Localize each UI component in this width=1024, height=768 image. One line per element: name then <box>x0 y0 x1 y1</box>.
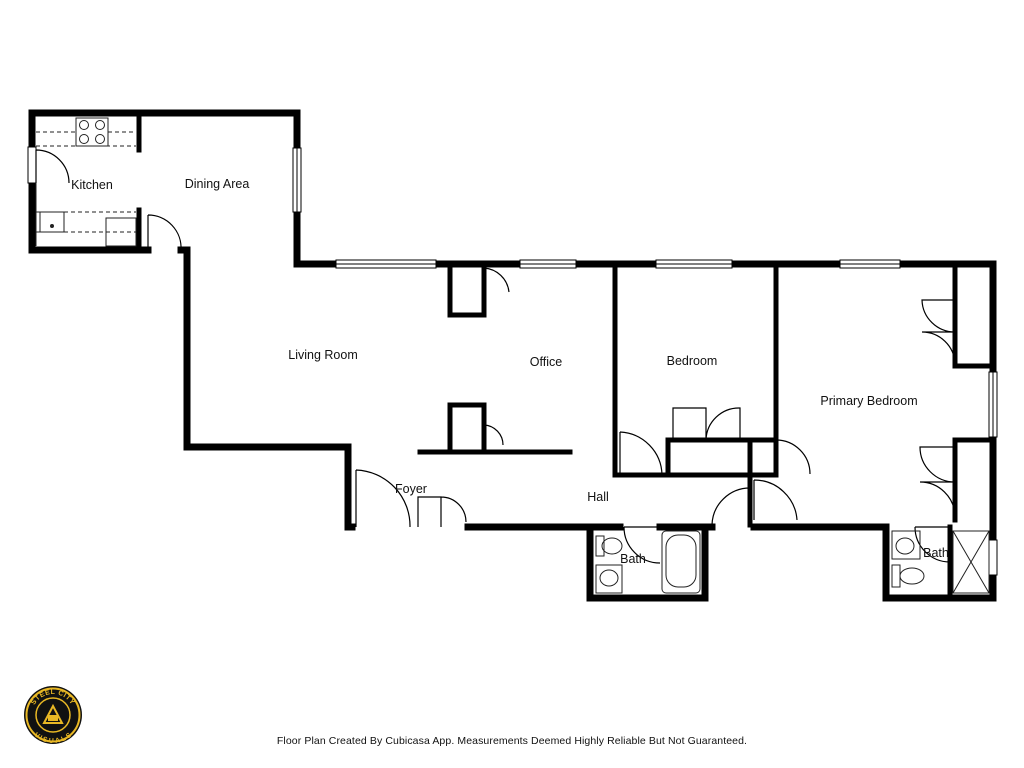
bath1-fixtures <box>595 530 701 594</box>
room-label-foyer: Foyer <box>395 482 427 496</box>
kitchen-sink <box>39 211 65 233</box>
wall-west-upper <box>28 109 340 268</box>
wall-bath1 <box>586 523 709 602</box>
wall-north-east <box>896 260 997 376</box>
wall-office-closet-lower <box>447 402 487 453</box>
kitchen-fixtures <box>35 117 137 247</box>
door-kitchen <box>35 149 70 184</box>
door-primary-closet-upper <box>921 299 956 365</box>
door-dining <box>147 214 182 251</box>
toilet-tank <box>595 535 605 557</box>
door-foyer-closet <box>417 496 467 527</box>
window-kitchen <box>27 146 37 184</box>
burner-icon <box>79 120 89 130</box>
toilet-tank <box>891 564 901 588</box>
door-office-closet-lower <box>483 424 504 446</box>
burner-icon <box>95 134 105 144</box>
vanity <box>891 530 921 560</box>
footer-disclaimer: Floor Plan Created By Cubicasa App. Meas… <box>276 735 748 747</box>
wall-primary-closet-lower <box>952 437 996 523</box>
room-label-dining-area: Dining Area <box>185 177 250 191</box>
doors <box>35 149 956 564</box>
toilet-icon <box>899 567 925 585</box>
shower <box>952 530 990 594</box>
sink-icon <box>599 569 619 587</box>
door-hall-south <box>711 487 751 526</box>
door-bedroom <box>619 431 663 476</box>
door-hall-closet-2 <box>753 479 798 521</box>
toilet-icon <box>601 537 623 555</box>
wall-office-closet-upper <box>447 261 487 318</box>
burner-icon <box>95 120 105 130</box>
room-label-primary-bedroom: Primary Bedroom <box>820 394 917 408</box>
room-label-bedroom: Bedroom <box>667 354 718 368</box>
door-bedroom-closet <box>672 407 741 441</box>
door-office-closet-upper <box>483 267 510 295</box>
door-hall-closet-1 <box>775 439 811 475</box>
wall-primary-closet-upper <box>952 261 996 369</box>
bathtub-inner <box>665 534 697 588</box>
room-label-kitchen: Kitchen <box>71 178 113 192</box>
sink-icon <box>895 537 915 555</box>
door-primary-closet-lower <box>919 446 956 517</box>
windows <box>27 146 998 576</box>
steel-city-visuals-logo: STEEL CITY VISUALS <box>24 686 82 745</box>
bathtub <box>661 530 701 594</box>
room-label-living-room: Living Room <box>288 348 357 362</box>
burner-icon <box>79 134 89 144</box>
door-bath1 <box>623 526 661 564</box>
walls <box>28 109 997 602</box>
wall-west-lower <box>177 246 356 531</box>
room-label-bath-1: Bath <box>620 552 646 566</box>
wall-bedroom-closet <box>665 437 779 478</box>
door-primary-bath <box>914 526 951 563</box>
logo-emblem-icon <box>42 703 64 724</box>
door-foyer <box>355 469 411 528</box>
room-labels: Kitchen Dining Area Living Room Office B… <box>71 177 949 566</box>
room-label-bath-2: Bath <box>923 546 949 560</box>
window-primary-bath <box>988 539 998 576</box>
sink-cabinet <box>595 564 623 594</box>
room-label-office: Office <box>530 355 562 369</box>
refrigerator <box>105 217 137 247</box>
bath2-fixtures <box>891 530 990 594</box>
room-label-hall: Hall <box>587 490 609 504</box>
